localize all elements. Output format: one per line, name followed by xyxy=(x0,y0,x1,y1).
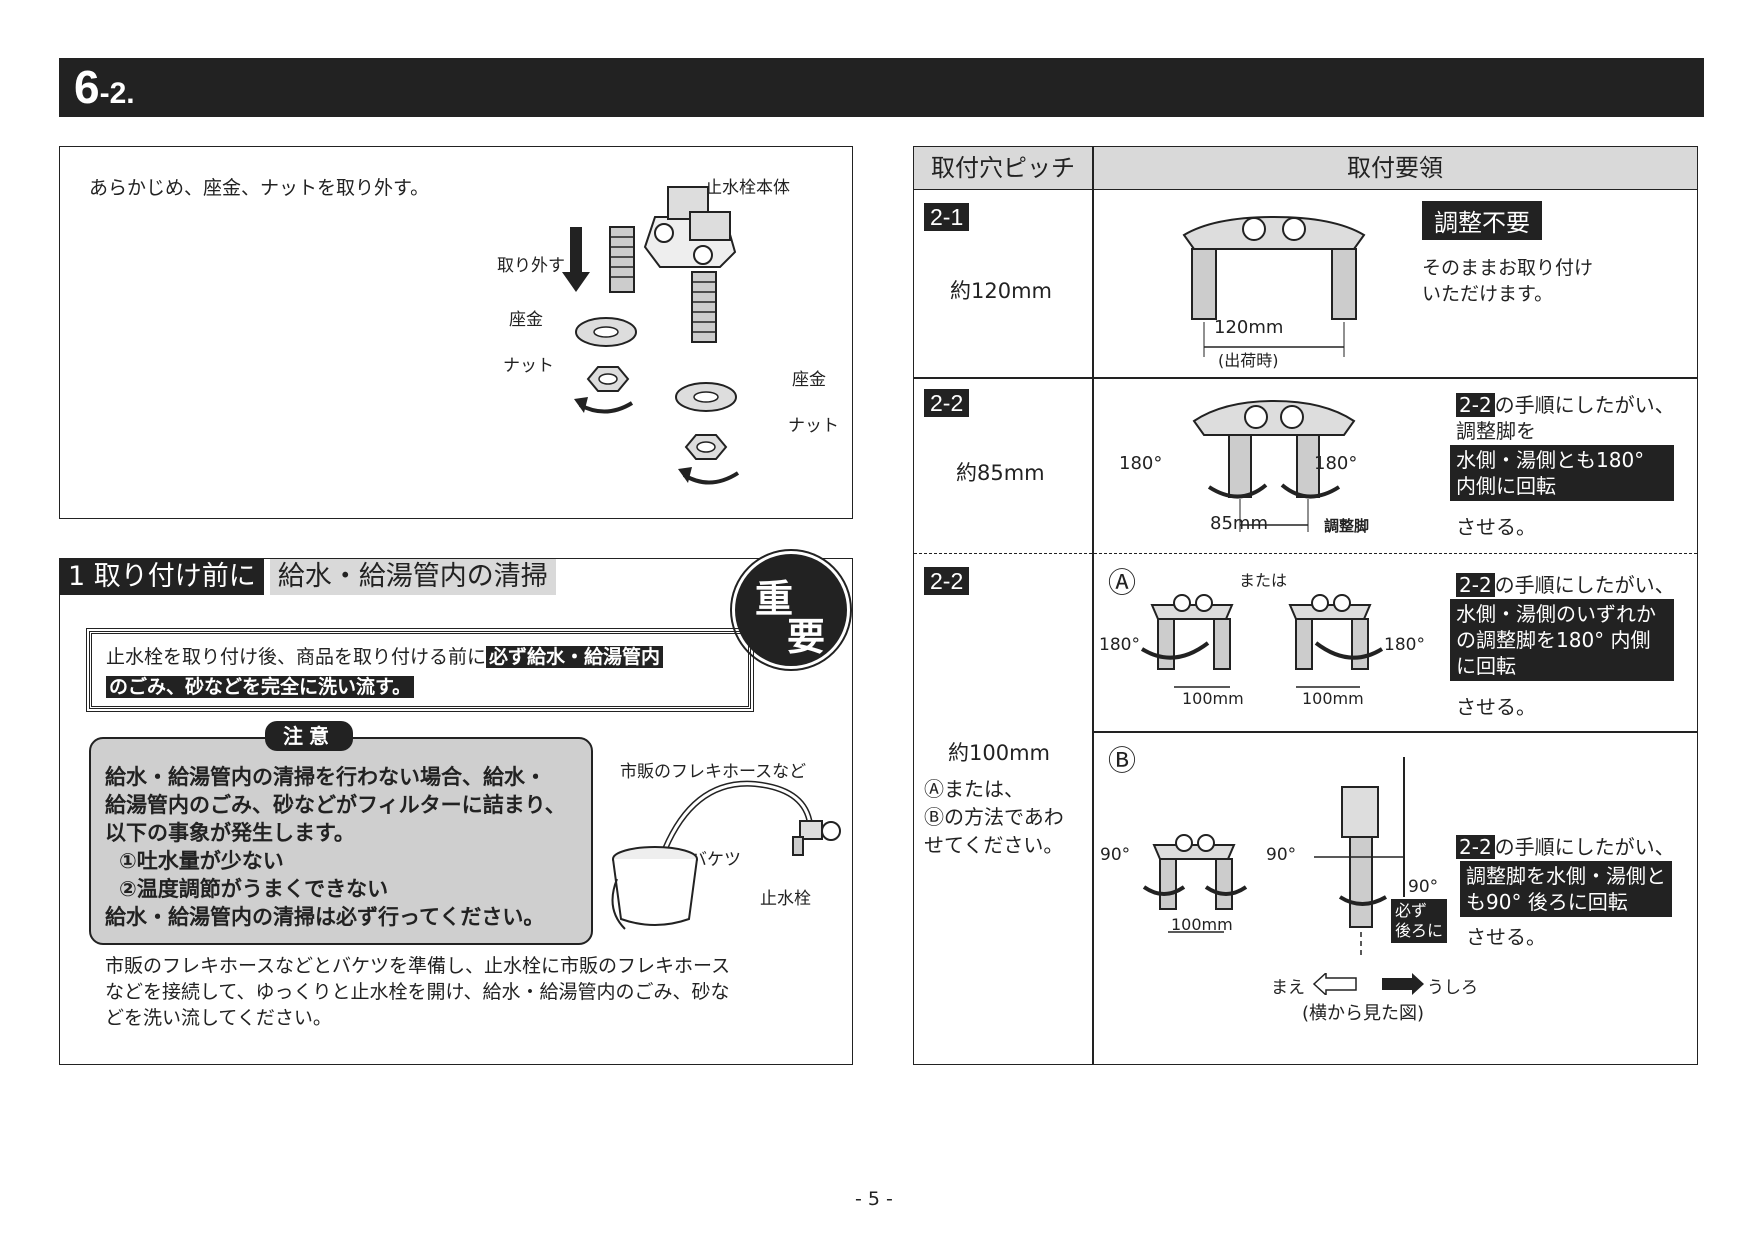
section-header-bar: 6-2. xyxy=(59,58,1704,117)
label-washer-left: 座金 xyxy=(509,310,543,330)
option-a-dim-left: 100mm xyxy=(1182,689,1244,708)
row1-dim-note: (出荷時) xyxy=(1218,351,1279,370)
notice-plain: 止水栓を取り付け後、商品を取り付ける前に xyxy=(106,646,487,668)
caution-line: ①吐水量が少ない xyxy=(119,849,284,873)
caution-line: 給水・給湯管内の清掃は必ず行ってください。 xyxy=(105,905,545,929)
row2-tail: させる。 xyxy=(1456,515,1536,539)
option-a-instruction-box: 水側・湯側のいずれかの調整脚を180° 内側に回転 xyxy=(1450,599,1674,681)
option-b-angle-right: 90° xyxy=(1266,845,1297,865)
row1-dim: 120mm xyxy=(1214,317,1284,338)
front-back-arrows xyxy=(1312,973,1424,995)
row2-instruction-box: 水側・湯側とも180°内側に回転 xyxy=(1450,445,1674,501)
mounting-pitch-table: 取付穴ピッチ 取付要領 2-1 約120mm 120mm (出荷時) 調整不要 … xyxy=(913,146,1698,1065)
section-number: 6-2. xyxy=(74,61,135,113)
label-remove: 取り外す xyxy=(497,256,565,276)
row2-dim: 85mm xyxy=(1210,513,1268,534)
row1-valve-illustration xyxy=(1182,215,1366,357)
bucket-hose-illustration xyxy=(611,780,841,930)
option-b-illustration xyxy=(1142,757,1405,957)
option-b-tail: させる。 xyxy=(1466,925,1546,949)
row3-pitch: 約100mm xyxy=(948,741,1050,765)
must-backward-tag: 必ず後ろに xyxy=(1391,899,1448,943)
label-front: まえ xyxy=(1271,978,1305,998)
row1-tag: 2-1 xyxy=(924,203,970,231)
row3-note: Ⓐまたは、 xyxy=(924,777,1024,801)
row2-leg-label: 調整脚 xyxy=(1324,517,1370,535)
sub-row-divider xyxy=(1093,731,1697,733)
option-or: または xyxy=(1239,571,1288,590)
option-a-dim-right: 100mm xyxy=(1302,689,1364,708)
option-a-angle-right: 180° xyxy=(1384,635,1425,655)
caution-tab: 注意 xyxy=(265,721,353,751)
caution-line: ②温度調節がうまくできない xyxy=(119,877,389,901)
row2-line2: 調整脚を xyxy=(1456,419,1536,443)
section-title-text: 給水・給湯管内の清掃 xyxy=(269,559,556,595)
caution-box: 給水・給湯管内の清掃を行わない場合、給水・ 給湯管内のごみ、砂などがフィルターに… xyxy=(89,737,593,945)
option-b-marker: Ⓑ xyxy=(1108,744,1137,777)
side-view-caption: (横から見た図) xyxy=(1302,1003,1425,1024)
body-line: どを洗い流してください。 xyxy=(105,1007,332,1029)
row2-angle-right: 180° xyxy=(1314,453,1358,474)
body-line: 市販のフレキホースなどとバケツを準備し、止水栓に市販のフレキホース xyxy=(105,955,731,977)
row3-note: Ⓑの方法であわ xyxy=(924,805,1064,829)
option-b-angle-left: 90° xyxy=(1100,845,1131,865)
row3-tag: 2-2 xyxy=(924,567,970,595)
row1-text: そのままお取り付け xyxy=(1422,257,1594,279)
notice-bold-2: のごみ、砂などを完全に洗い流す。 xyxy=(106,676,415,698)
row2-tag: 2-2 xyxy=(924,389,970,417)
col-header-method: 取付要領 xyxy=(1093,147,1697,190)
section-title-number: 1 取り付け前に xyxy=(60,559,264,595)
important-badge: 重 要 xyxy=(732,551,850,669)
label-valve-body: 止水栓本体 xyxy=(705,178,790,198)
row-divider-dashed xyxy=(914,553,1697,554)
remove-instruction: あらかじめ、座金、ナットを取り外す。 xyxy=(89,177,430,199)
row1-text: いただけます。 xyxy=(1422,283,1554,305)
row2-valve-illustration xyxy=(1192,399,1356,532)
caution-line: 給湯管内のごみ、砂などがフィルターに詰まり、 xyxy=(105,793,566,817)
option-a-tail: させる。 xyxy=(1456,695,1536,719)
label-nut-left: ナット xyxy=(503,356,554,376)
option-a-illustration xyxy=(1140,594,1384,688)
option-b-dim: 100mm xyxy=(1171,915,1233,934)
caution-line: 以下の事象が発生します。 xyxy=(105,821,355,845)
label-washer-right: 座金 xyxy=(792,370,826,390)
option-a-marker: Ⓐ xyxy=(1108,566,1137,599)
col-header-pitch: 取付穴ピッチ xyxy=(914,147,1092,190)
label-back: うしろ xyxy=(1427,978,1478,998)
body-line: などを接続して、ゆっくりと止水栓を開け、給水・給湯管内のごみ、砂な xyxy=(105,981,730,1003)
notice-bold-1: 必ず給水・給湯管内 xyxy=(486,646,664,668)
valve-disassembly-illustration xyxy=(562,186,740,485)
notice-box: 止水栓を取り付け後、商品を取り付ける前に必ず給水・給湯管内 のごみ、砂などを完全… xyxy=(86,628,754,712)
remove-parts-panel: あらかじめ、座金、ナットを取り外す。 止水栓本体 取り外す 座金 ナット 座金 … xyxy=(59,146,853,519)
option-b-instruction-box: 調整脚を水側・湯側とも90° 後ろに回転 xyxy=(1460,861,1672,917)
cleaning-section-title: 1 取り付け前に 給水・給湯管内の清掃 xyxy=(60,559,556,595)
page-number: - 5 - xyxy=(855,1188,893,1210)
row2-pitch: 約85mm xyxy=(956,461,1045,485)
row3-note: せてください。 xyxy=(924,833,1064,857)
label-hose: 市販のフレキホースなど xyxy=(620,762,807,782)
option-a-angle-left: 180° xyxy=(1099,635,1140,655)
row1-pitch: 約120mm xyxy=(950,279,1052,303)
label-nut-right: ナット xyxy=(788,416,839,436)
option-b-angle-side: 90° xyxy=(1408,877,1439,897)
caution-line: 給水・給湯管内の清掃を行わない場合、給水・ xyxy=(105,765,546,789)
row2-angle-left: 180° xyxy=(1119,453,1163,474)
row-divider xyxy=(914,377,1697,379)
column-divider xyxy=(1092,147,1094,1064)
no-adjustment-badge: 調整不要 xyxy=(1422,201,1542,240)
label-valve: 止水栓 xyxy=(760,889,811,909)
cleaning-panel: 1 取り付け前に 給水・給湯管内の清掃 重 要 止水栓を取り付け後、商品を取り付… xyxy=(59,551,853,1065)
label-bucket: バケツ xyxy=(690,850,741,870)
